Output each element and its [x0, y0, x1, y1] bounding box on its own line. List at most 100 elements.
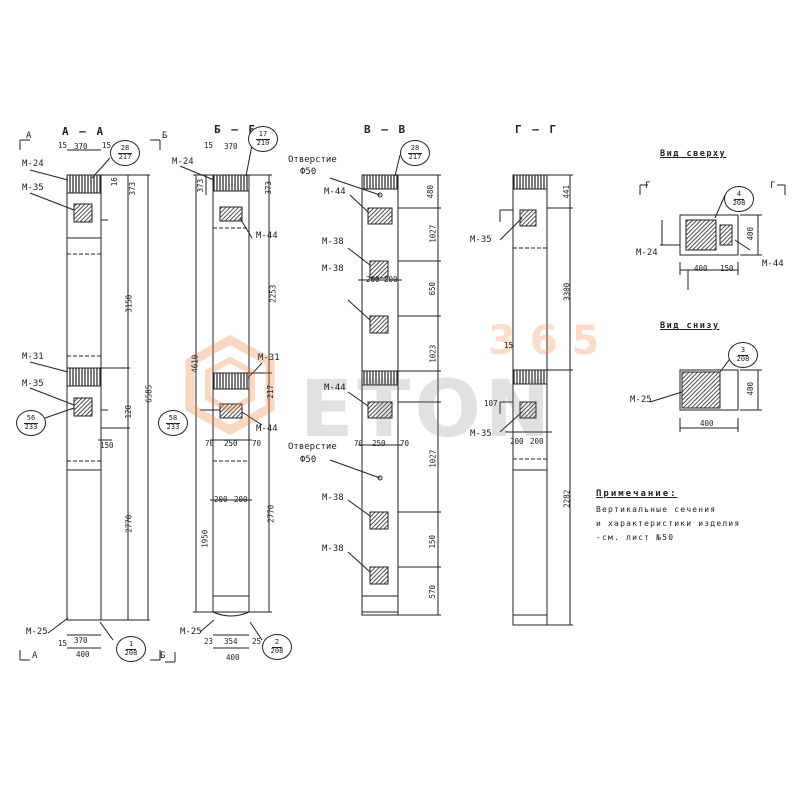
section-mark-b-tl: Б: [162, 131, 168, 141]
dim-bb-200-l: 200: [214, 495, 228, 504]
column-aa: [19, 139, 161, 661]
dim-aa-370-bot: 370: [74, 636, 88, 645]
mark-m38-vv-2: М-38: [322, 264, 344, 274]
note-line-2: и характеристики изделия: [596, 519, 741, 528]
dim-bottom-400-v: 400: [746, 381, 756, 396]
watermark-logo-icon: [185, 334, 275, 436]
dim-top-400-v: 400: [746, 226, 756, 241]
dim-vv-200-r: 200: [384, 275, 398, 284]
bottom-view-caption: Вид снизу: [660, 321, 720, 331]
dim-vv-200-l: 200: [366, 275, 380, 284]
watermark-number: 365: [488, 318, 614, 364]
section-title-aa: А – А: [62, 125, 106, 138]
dim-vv-70-l: 70: [354, 439, 364, 448]
dim-aa-400-bot: 400: [76, 650, 90, 659]
dim-vv-1027-b: 1027: [428, 449, 438, 468]
dim-aa-370-top: 370: [74, 142, 88, 151]
opening-label-top: Отверстие: [288, 155, 337, 165]
opening-dia-top: Ф50: [300, 167, 317, 177]
dim-aa-2770: 2770: [124, 514, 134, 533]
mark-m44-vv-1: М-44: [324, 187, 346, 197]
dim-bb-400: 400: [226, 653, 240, 662]
dim-vv-260: 250: [372, 439, 386, 448]
section-title-bb: Б – Б: [214, 123, 258, 136]
dim-aa-15-top: 15: [58, 141, 68, 150]
dim-aa-6585: 6585: [144, 384, 154, 403]
dim-aa-16: 16: [109, 177, 119, 187]
dim-bb-250: 250: [224, 439, 238, 448]
dim-vv-150: 150: [428, 534, 438, 549]
dim-vv-1023: 1023: [428, 344, 438, 363]
mark-m44-bb-1: М-44: [256, 231, 278, 241]
dim-top-400: 400: [694, 264, 708, 273]
dim-vv-650: 650: [428, 281, 438, 296]
section-mark-a-tl: А: [26, 131, 32, 141]
mark-m24-bb: М-24: [172, 157, 194, 167]
section-title-vv: В – В: [364, 123, 408, 136]
section-title-gg: Г – Г: [515, 123, 559, 136]
dim-aa-15-bot: 15: [58, 639, 68, 648]
dim-bb-217: 217: [266, 384, 276, 399]
opening-label-bottom: Отверстие: [288, 442, 337, 452]
dim-gg-441: 441: [562, 184, 572, 199]
mark-m31-aa: М-31: [22, 352, 44, 362]
mark-m44-bb-2: М-44: [256, 424, 278, 434]
mark-m25-aa: М-25: [26, 627, 48, 637]
opening-dia-bottom: Ф50: [300, 455, 317, 465]
mark-m44-top: М-44: [762, 259, 784, 269]
mark-m44-vv-2: М-44: [324, 383, 346, 393]
mark-m35-gg-2: М-35: [470, 429, 492, 439]
mark-m25-bottom: М-25: [630, 395, 652, 405]
dim-aa-3150: 3150: [124, 294, 134, 313]
dim-aa-150: 150: [100, 441, 114, 450]
mark-m35-aa-2: М-35: [22, 379, 44, 389]
mark-m38-vv-4: М-38: [322, 544, 344, 554]
top-view-mark-right: Г: [770, 181, 776, 191]
top-view-caption: Вид сверху: [660, 149, 727, 159]
mark-m24-aa: М-24: [22, 159, 44, 169]
column-bb: [165, 144, 272, 663]
dim-bottom-400: 400: [700, 419, 714, 428]
dim-vv-480: 480: [426, 184, 436, 199]
dim-bb-200-r: 200: [234, 495, 248, 504]
dim-top-150: 150: [720, 264, 734, 273]
mark-m31-bb: М-31: [258, 353, 280, 363]
watermark-word: ETON: [300, 365, 555, 455]
column-vv: [329, 154, 441, 616]
dim-gg-15: 15: [504, 341, 514, 350]
mark-m24-top: М-24: [636, 248, 658, 258]
dim-bb-25: 25: [252, 637, 262, 646]
dim-vv-570: 570: [428, 584, 438, 599]
dim-bb-273: 373: [196, 178, 206, 193]
note-line-1: Вертикальные сечения: [596, 505, 717, 514]
dim-aa-120: 120: [124, 404, 134, 419]
column-gg: [499, 174, 573, 626]
mark-m35-aa-1: М-35: [22, 183, 44, 193]
dim-bb-1950: 1950: [200, 529, 210, 548]
dim-bb-2770: 2770: [266, 504, 276, 523]
dim-vv-1027-a: 1027: [428, 224, 438, 243]
dim-bb-373: 373: [264, 180, 274, 195]
dim-bb-370: 370: [224, 142, 238, 151]
section-mark-a-bl: А: [32, 651, 38, 661]
top-view-mark-left: Г: [645, 181, 651, 191]
mark-m25-bb: М-25: [180, 627, 202, 637]
dim-aa-15-top-r: 15: [102, 141, 112, 150]
dim-gg-107: 107: [484, 399, 498, 408]
dim-gg-3300: 3300: [562, 282, 572, 301]
dim-bb-23: 23: [204, 637, 214, 646]
note-line-3: -см. лист №50: [596, 533, 675, 542]
top-view: [639, 184, 786, 290]
dim-gg-2282: 2282: [562, 489, 572, 508]
dim-bb-70-r: 70: [252, 439, 262, 448]
mark-m38-vv-1: М-38: [322, 237, 344, 247]
